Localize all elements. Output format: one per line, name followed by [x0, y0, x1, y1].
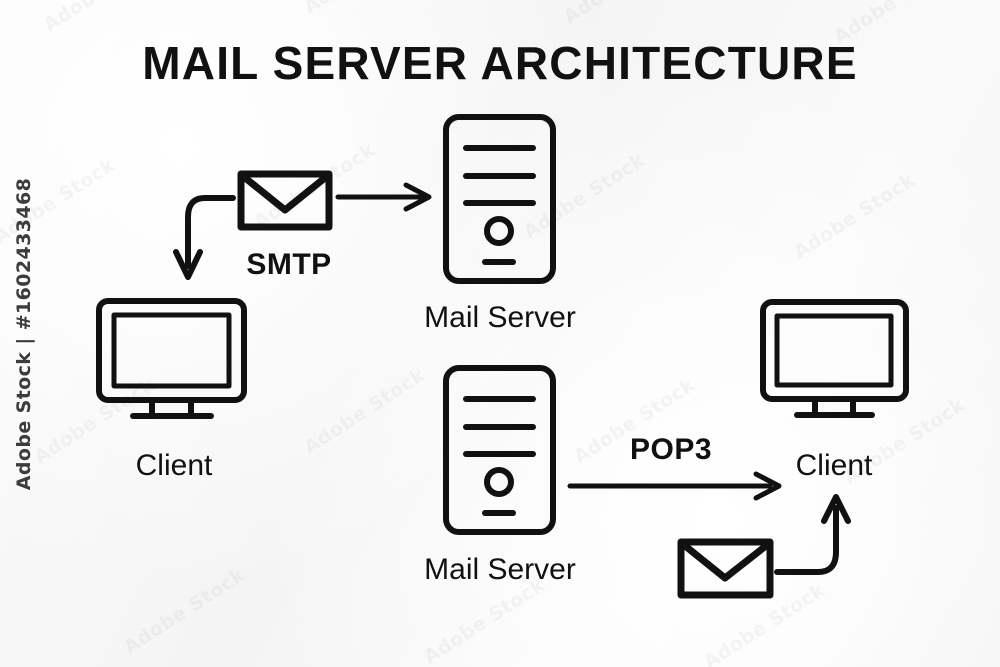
- page-title: MAIL SERVER ARCHITECTURE: [142, 37, 857, 89]
- flow-arrow-smtp-compose: [173, 195, 236, 280]
- node-label-mail-server-top: Mail Server: [424, 301, 576, 334]
- node-label-client-right: Client: [796, 449, 873, 482]
- envelope-icon-top: [237, 170, 333, 231]
- flow-arrow-pop3-receive: [774, 494, 851, 575]
- server-icon-top: [443, 114, 556, 284]
- flow-label-pop3: POP3: [630, 433, 712, 466]
- node-label-mail-server-bottom: Mail Server: [424, 553, 576, 586]
- flow-arrow-pop3-deliver: [567, 471, 782, 501]
- node-label-client-left: Client: [136, 449, 213, 482]
- envelope-icon-bottom: [677, 538, 774, 599]
- monitor-icon-left: [96, 298, 247, 419]
- flow-arrow-smtp-send: [335, 182, 432, 212]
- server-icon-bottom: [443, 365, 556, 535]
- monitor-icon-right: [760, 299, 909, 418]
- flow-label-smtp: SMTP: [246, 248, 331, 281]
